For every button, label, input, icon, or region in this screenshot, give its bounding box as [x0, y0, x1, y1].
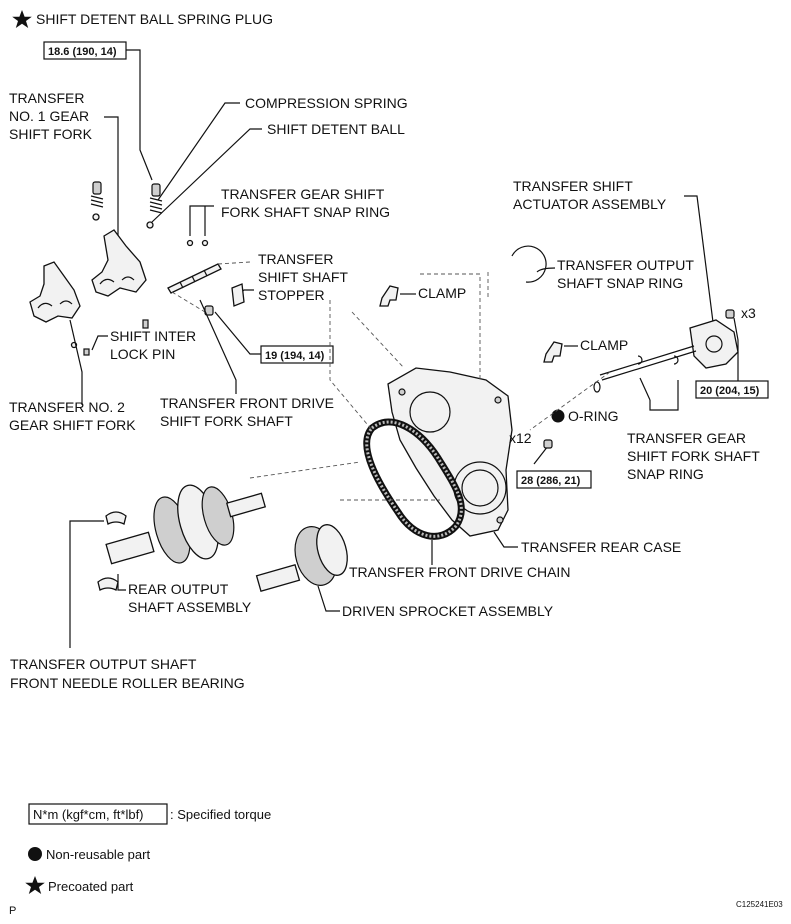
detent-ball-leader	[151, 128, 262, 223]
output-snap-ring-label-line1: TRANSFER OUTPUT	[557, 257, 694, 273]
precoated-star-icon	[12, 10, 32, 28]
snap-ring-right-leader	[649, 380, 679, 411]
rear-output-label-line1: REAR OUTPUT	[128, 581, 229, 597]
no2-fork-label-line2: GEAR SHIFT FORK	[9, 417, 136, 433]
snap-ring-right-parts	[637, 355, 679, 365]
no1-fork-label-line3: SHIFT FORK	[9, 126, 93, 142]
fork-shaft-leader	[199, 299, 237, 394]
stopper-label-line1: TRANSFER	[258, 251, 333, 267]
legend-torque-units: N*m (kgf*cm, ft*lbf)	[33, 807, 144, 822]
nonreusable-dot-icon	[551, 409, 565, 423]
clamp-2-part	[543, 341, 563, 363]
snap-ring-right-label-line3: SNAP RING	[627, 466, 704, 482]
compression-spring-leader	[157, 102, 240, 201]
interlock-pin-part-2	[83, 348, 90, 356]
output-snap-ring-part	[511, 245, 547, 283]
stopper-label-line3: STOPPER	[258, 287, 325, 303]
legend-nonreusable-dot-icon	[28, 847, 42, 861]
rear-case-leader	[493, 531, 518, 548]
interlock-pin-label-line2: LOCK PIN	[110, 346, 175, 362]
driven-sprocket-leader	[317, 585, 340, 612]
no2-fork-label-line1: TRANSFER NO. 2	[9, 399, 125, 415]
snap-ring-top-leader-a	[189, 205, 214, 236]
spring-plug-label: SHIFT DETENT BALL SPRING PLUG	[36, 11, 273, 27]
snap-ring-part-a	[186, 239, 194, 247]
stopper-label-line2: SHIFT SHAFT	[258, 269, 348, 285]
driven-sprocket-part	[255, 524, 348, 593]
snap-ring-right-leader-b	[639, 377, 651, 401]
actuator-label-line1: TRANSFER SHIFT	[513, 178, 633, 194]
no1-fork-label-line2: NO. 1 GEAR	[9, 108, 89, 124]
rear-output-leader	[117, 574, 126, 591]
spring-plug-part	[146, 183, 163, 229]
no2-fork-leader	[69, 319, 83, 405]
x3-label: x3	[741, 305, 756, 321]
needle-bearing-label-line1: TRANSFER OUTPUT SHAFT	[10, 656, 197, 672]
o-ring-label: O-RING	[568, 408, 619, 424]
legend-torque-box	[28, 803, 168, 825]
rear-output-shaft-part	[105, 484, 267, 565]
case-bolt-head	[543, 439, 553, 449]
needle-bearing-upper-part	[105, 511, 127, 525]
actuator-torque-value: 20 (204, 15)	[700, 385, 760, 397]
snap-ring-right-label-line2: SHIFT FORK SHAFT	[627, 448, 760, 464]
snap-ring-top-label-line2: FORK SHAFT SNAP RING	[221, 204, 390, 220]
legend-precoated-text: Precoated part	[48, 879, 134, 894]
clamp-1-part	[379, 285, 399, 307]
needle-bearing-leader	[69, 520, 104, 648]
clamp-2-label: CLAMP	[580, 337, 628, 353]
actuator-torque-box	[695, 380, 769, 399]
actuator-torque-leader	[733, 317, 739, 381]
stopper-torque-leader	[214, 311, 261, 355]
legend-torque-desc: : Specified torque	[170, 807, 271, 822]
actuator-label-line2: ACTUATOR ASSEMBLY	[513, 196, 667, 212]
case-torque-value: 28 (286, 21)	[521, 475, 581, 487]
stopper-torque-value: 19 (194, 14)	[265, 350, 325, 362]
driven-sprocket-label: DRIVEN SPROCKET ASSEMBLY	[342, 603, 554, 619]
clamp-1-label: CLAMP	[418, 285, 466, 301]
drive-chain-part	[363, 418, 465, 540]
rear-case-part	[387, 367, 513, 537]
snap-ring-top-label-line1: TRANSFER GEAR SHIFT	[221, 186, 385, 202]
x12-label: x12	[509, 430, 532, 446]
needle-bearing-lower-part	[97, 577, 119, 591]
front-drive-fork-shaft-part	[167, 263, 222, 294]
rear-case-label: TRANSFER REAR CASE	[521, 539, 681, 555]
actuator-leader	[684, 195, 715, 331]
assembly-dash-lines	[249, 272, 611, 501]
needle-bearing-label-line2: FRONT NEEDLE ROLLER BEARING	[10, 675, 245, 691]
shift-actuator-part	[599, 319, 739, 381]
no1-fork-leader	[104, 116, 119, 250]
drive-chain-label: TRANSFER FRONT DRIVE CHAIN	[349, 564, 570, 580]
case-torque-box	[516, 470, 592, 489]
rear-output-label-line2: SHAFT ASSEMBLY	[128, 599, 252, 615]
o-ring-part	[593, 381, 601, 393]
interlock-pin-part	[142, 319, 149, 329]
interlock-pin-label-line1: SHIFT INTER	[110, 328, 196, 344]
legend-nonreusable-text: Non-reusable part	[46, 847, 150, 862]
detent-ball-label: SHIFT DETENT BALL	[267, 121, 405, 137]
footer-left-mark: P	[9, 905, 16, 917]
output-snap-ring-label-line2: SHAFT SNAP RING	[557, 275, 683, 291]
compression-spring-label: COMPRESSION SPRING	[245, 95, 408, 111]
plug-leader	[126, 49, 153, 181]
no1-fork-label-line1: TRANSFER	[9, 90, 84, 106]
shaft-stopper-part	[231, 283, 245, 307]
output-snap-ring-leader	[536, 267, 556, 273]
fork-shaft-label-line2: SHIFT FORK SHAFT	[160, 413, 293, 429]
no2-shift-fork-part	[29, 261, 81, 349]
actuator-bolt-part	[725, 309, 735, 319]
plug-torque-value: 18.6 (190, 14)	[48, 46, 117, 58]
figure-code: C125241E03	[736, 900, 783, 909]
no1-shift-fork-part	[91, 229, 147, 297]
fork-shaft-label-line1: TRANSFER FRONT DRIVE	[160, 395, 334, 411]
case-bolt-part	[533, 445, 549, 465]
left-plug-spring-part	[90, 181, 104, 221]
interlock-pin-leader	[91, 335, 108, 351]
snap-ring-right-label-line1: TRANSFER GEAR	[627, 430, 746, 446]
legend-star-icon	[25, 876, 45, 894]
snap-ring-part-b	[201, 239, 209, 247]
shaft-dash	[171, 261, 251, 313]
